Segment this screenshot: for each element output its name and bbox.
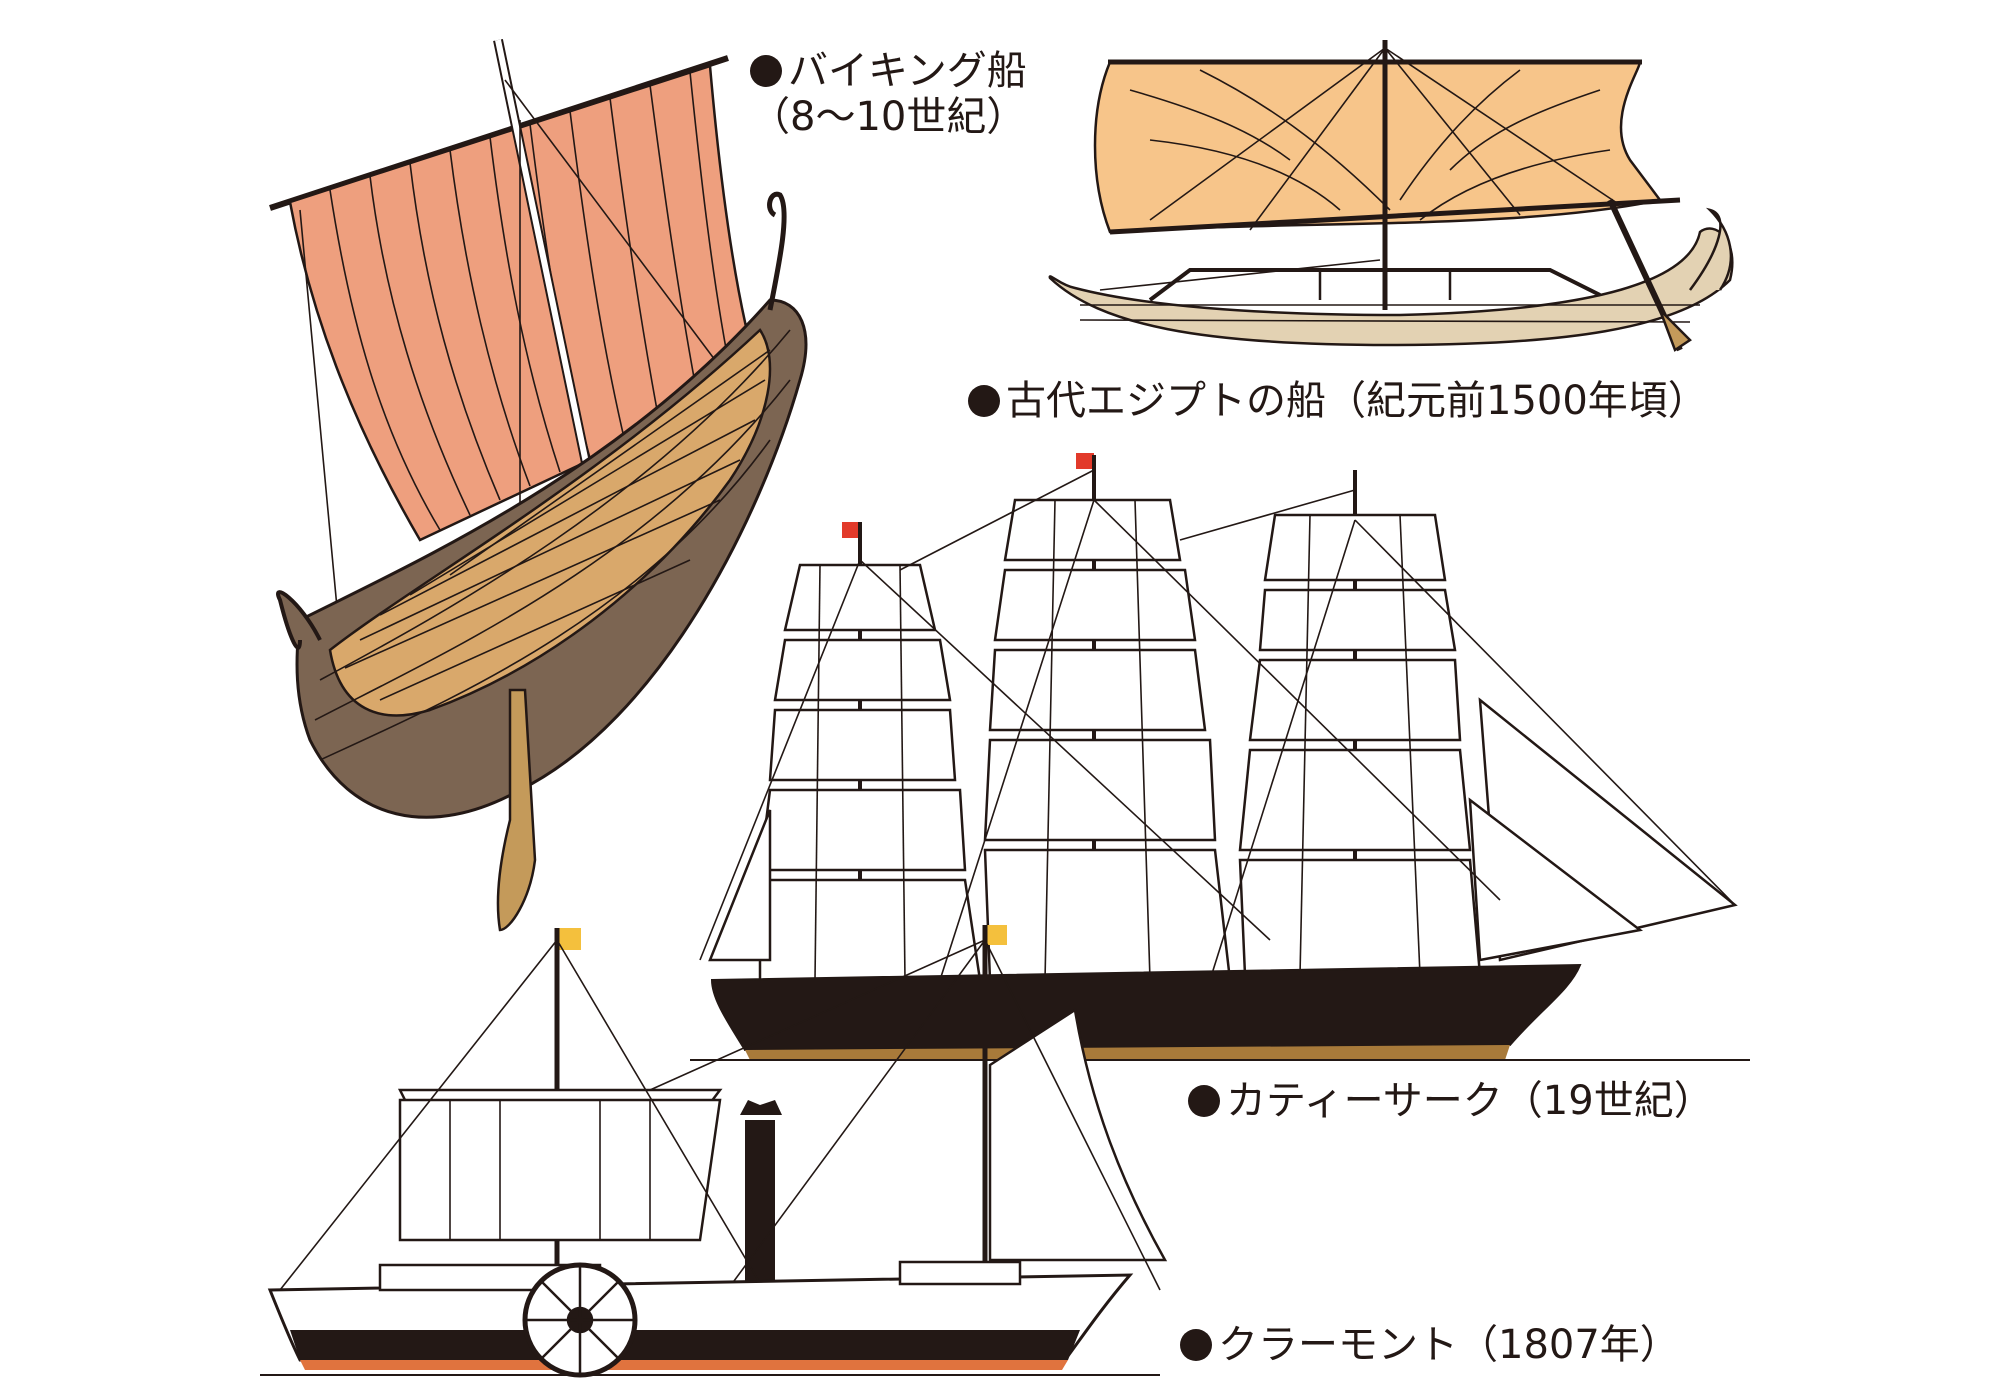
bullet-icon [1188, 1085, 1220, 1117]
clermont-funnel [745, 1120, 775, 1300]
egyptian-sail [1093, 60, 1663, 234]
paddle-wheel [522, 1262, 638, 1378]
cutty-sark-ship [690, 453, 1750, 1061]
cutty-sark-hull [710, 963, 1582, 1052]
caption-cutty-sark: カティーサーク（19世紀） [1188, 1078, 1714, 1124]
caption-clermont: クラーモント（1807年） [1180, 1322, 1680, 1368]
cutty-flag-main [1076, 453, 1094, 469]
caption-egypt-title: 古代エジプトの船（紀元前1500年頃） [1006, 378, 1708, 424]
bullet-icon [1180, 1329, 1212, 1361]
caption-cutty-sark-title: カティーサーク（19世紀） [1226, 1078, 1714, 1124]
caption-clermont-title: クラーモント（1807年） [1218, 1322, 1680, 1368]
viking-ship [269, 38, 808, 932]
caption-viking-period: （8〜10世紀） [750, 94, 1027, 140]
caption-viking: バイキング船 （8〜10世紀） [750, 48, 1027, 140]
viking-deck [328, 328, 772, 717]
clermont-flag-fore [557, 928, 581, 950]
caption-egypt: 古代エジプトの船（紀元前1500年頃） [968, 378, 1708, 424]
bullet-icon [750, 55, 782, 87]
egyptian-ship [1048, 40, 1734, 352]
viking-rudder [496, 688, 537, 932]
clermont-ship [260, 925, 1168, 1378]
egyptian-hull [1048, 227, 1734, 347]
cutty-flag-fore [842, 522, 860, 538]
caption-viking-title: バイキング船 [788, 48, 1027, 94]
bullet-icon [968, 385, 1000, 417]
clermont-flag-aft [985, 925, 1007, 945]
